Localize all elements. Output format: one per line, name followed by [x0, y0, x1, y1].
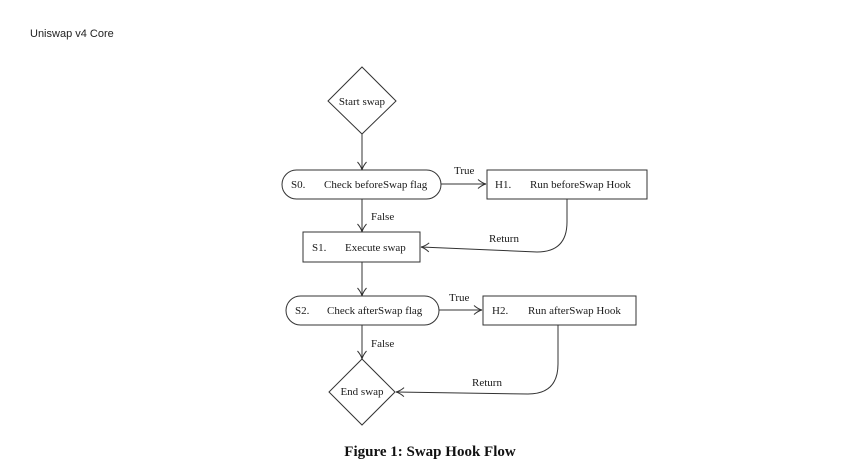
node-h1-label: Run beforeSwap Hook	[530, 179, 631, 191]
node-s2-label: Check afterSwap flag	[327, 305, 423, 317]
node-h2: H2. Run afterSwap Hook	[482, 295, 637, 326]
node-s2: S2. Check afterSwap flag	[285, 295, 440, 326]
node-end: End swap	[328, 358, 396, 426]
edge-label-h1-return: Return	[489, 233, 519, 245]
edge-label-h2-return: Return	[472, 377, 502, 389]
node-start: Start swap	[327, 66, 397, 135]
node-end-label: End swap	[340, 386, 384, 398]
node-h1: H1. Run beforeSwap Hook	[486, 169, 648, 200]
node-s0-label: Check beforeSwap flag	[324, 179, 428, 191]
edge-label-s0-false: False	[371, 211, 394, 223]
edge-label-s2-true: True	[449, 292, 469, 304]
node-s2-id: S2.	[295, 305, 310, 317]
edge-label-s0-true: True	[454, 165, 474, 177]
edge-h1-to-s1	[420, 199, 568, 253]
node-s0-id: S0.	[291, 179, 306, 191]
running-header: Uniswap v4 Core	[30, 28, 114, 40]
edge-h2-to-end	[395, 325, 559, 397]
edges	[357, 134, 568, 397]
node-start-label: Start swap	[339, 96, 386, 108]
node-h2-id: H2.	[492, 305, 508, 317]
edge-label-s2-false: False	[371, 338, 394, 350]
node-s1: S1. Execute swap	[302, 231, 421, 263]
node-h1-id: H1.	[495, 179, 511, 191]
figure-caption: Figure 1: Swap Hook Flow	[344, 444, 516, 460]
node-s1-label: Execute swap	[345, 242, 406, 254]
node-h2-label: Run afterSwap Hook	[528, 305, 621, 317]
node-s0: S0. Check beforeSwap flag	[281, 169, 442, 200]
node-s1-id: S1.	[312, 242, 327, 254]
